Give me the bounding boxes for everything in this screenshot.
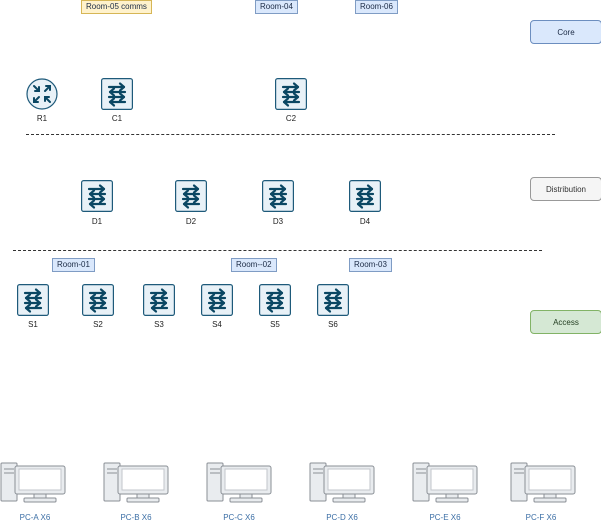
router-r1-label: R1 bbox=[36, 114, 48, 123]
room-label-01[interactable]: Room-01 bbox=[52, 258, 95, 272]
computer-icon bbox=[309, 462, 375, 503]
switch-d1[interactable] bbox=[81, 180, 113, 212]
switch-c1-label: C1 bbox=[111, 114, 123, 123]
computer-icon bbox=[510, 462, 576, 503]
switch-s3[interactable] bbox=[143, 284, 175, 316]
switch-icon bbox=[201, 284, 233, 316]
pc-group-c-label: PC-C X6 bbox=[223, 513, 255, 522]
switch-c1[interactable] bbox=[101, 78, 133, 110]
switch-d1-label: D1 bbox=[91, 217, 103, 226]
switch-icon bbox=[82, 284, 114, 316]
switch-d2-label: D2 bbox=[185, 217, 197, 226]
switch-c2[interactable] bbox=[275, 78, 307, 110]
computer-icon bbox=[0, 462, 66, 503]
switch-icon bbox=[349, 180, 381, 212]
computer-icon bbox=[412, 462, 478, 503]
switch-icon bbox=[317, 284, 349, 316]
room-label-02[interactable]: Room--02 bbox=[231, 258, 277, 272]
switch-icon bbox=[275, 78, 307, 110]
pc-group-a[interactable] bbox=[0, 460, 66, 504]
router-icon bbox=[26, 78, 58, 110]
room-label-03[interactable]: Room-03 bbox=[349, 258, 392, 272]
switch-s2[interactable] bbox=[82, 284, 114, 316]
layer-access-label: Access bbox=[553, 317, 579, 327]
switch-d4-label: D4 bbox=[359, 217, 371, 226]
core-distribution-divider bbox=[26, 134, 555, 135]
switch-d2[interactable] bbox=[175, 180, 207, 212]
distribution-access-divider bbox=[13, 250, 542, 251]
switch-s3-label: S3 bbox=[154, 320, 164, 329]
room-label-06[interactable]: Room-06 bbox=[355, 0, 398, 14]
computer-icon bbox=[103, 462, 169, 503]
switch-s4-label: S4 bbox=[212, 320, 222, 329]
pc-group-d-label: PC-D X6 bbox=[326, 513, 358, 522]
computer-icon bbox=[206, 462, 272, 503]
switch-s6[interactable] bbox=[317, 284, 349, 316]
pc-group-e[interactable] bbox=[412, 460, 478, 504]
switch-icon bbox=[175, 180, 207, 212]
layer-distribution-box[interactable]: Distribution bbox=[530, 177, 601, 201]
room-label-04[interactable]: Room-04 bbox=[255, 0, 298, 14]
layer-distribution-label: Distribution bbox=[545, 184, 586, 194]
switch-d3-label: D3 bbox=[272, 217, 284, 226]
switch-d4[interactable] bbox=[349, 180, 381, 212]
pc-group-b[interactable] bbox=[103, 460, 169, 504]
pc-group-d[interactable] bbox=[309, 460, 375, 504]
switch-s4[interactable] bbox=[201, 284, 233, 316]
pc-group-a-label: PC-A X6 bbox=[19, 513, 51, 522]
pc-group-b-label: PC-B X6 bbox=[120, 513, 152, 522]
pc-group-c[interactable] bbox=[206, 460, 272, 504]
switch-icon bbox=[101, 78, 133, 110]
switch-icon bbox=[143, 284, 175, 316]
pc-group-f[interactable] bbox=[510, 460, 576, 504]
pc-group-f-label: PC-F X6 bbox=[525, 513, 557, 522]
layer-core-label: Core bbox=[557, 27, 575, 37]
switch-icon bbox=[81, 180, 113, 212]
switch-icon bbox=[17, 284, 49, 316]
switch-s6-label: S6 bbox=[328, 320, 338, 329]
switch-c2-label: C2 bbox=[285, 114, 297, 123]
layer-access-box[interactable]: Access bbox=[530, 310, 601, 334]
router-r1[interactable] bbox=[26, 78, 58, 110]
switch-icon bbox=[262, 180, 294, 212]
switch-s1[interactable] bbox=[17, 284, 49, 316]
room-label-05[interactable]: Room-05 comms bbox=[81, 0, 152, 14]
switch-s5[interactable] bbox=[259, 284, 291, 316]
switch-icon bbox=[259, 284, 291, 316]
switch-s1-label: S1 bbox=[28, 320, 38, 329]
pc-group-e-label: PC-E X6 bbox=[429, 513, 461, 522]
switch-s2-label: S2 bbox=[93, 320, 103, 329]
layer-core-box[interactable]: Core bbox=[530, 20, 601, 44]
switch-d3[interactable] bbox=[262, 180, 294, 212]
switch-s5-label: S5 bbox=[270, 320, 280, 329]
